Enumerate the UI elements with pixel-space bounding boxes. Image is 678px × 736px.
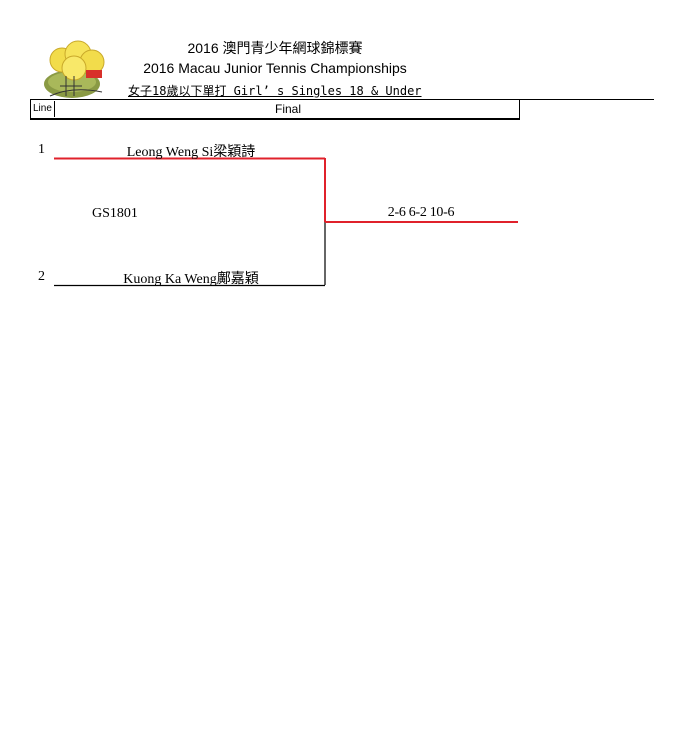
event-title: 女子18歲以下單打 Girl’ s Singles 18 & Under bbox=[128, 84, 422, 98]
entry-line-number: 1 bbox=[38, 142, 45, 157]
tournament-logo bbox=[42, 36, 114, 102]
entry-line-number: 2 bbox=[38, 269, 45, 284]
round-column-header: Final bbox=[274, 102, 301, 116]
line-column-header: Line bbox=[31, 101, 55, 117]
player-name: Kuong Ka Weng鄺嘉穎 bbox=[123, 272, 259, 287]
title-chinese: 2016 澳門青少年網球錦標賽 bbox=[187, 40, 363, 56]
column-header-box bbox=[30, 100, 520, 120]
title-english: 2016 Macau Junior Tennis Championships bbox=[143, 60, 407, 76]
match-code: GS1801 bbox=[92, 206, 138, 221]
final-score: 2-6 6-2 10-6 bbox=[387, 205, 455, 220]
header-rule bbox=[30, 99, 654, 100]
player-name: Leong Weng Si梁穎詩 bbox=[126, 145, 256, 160]
